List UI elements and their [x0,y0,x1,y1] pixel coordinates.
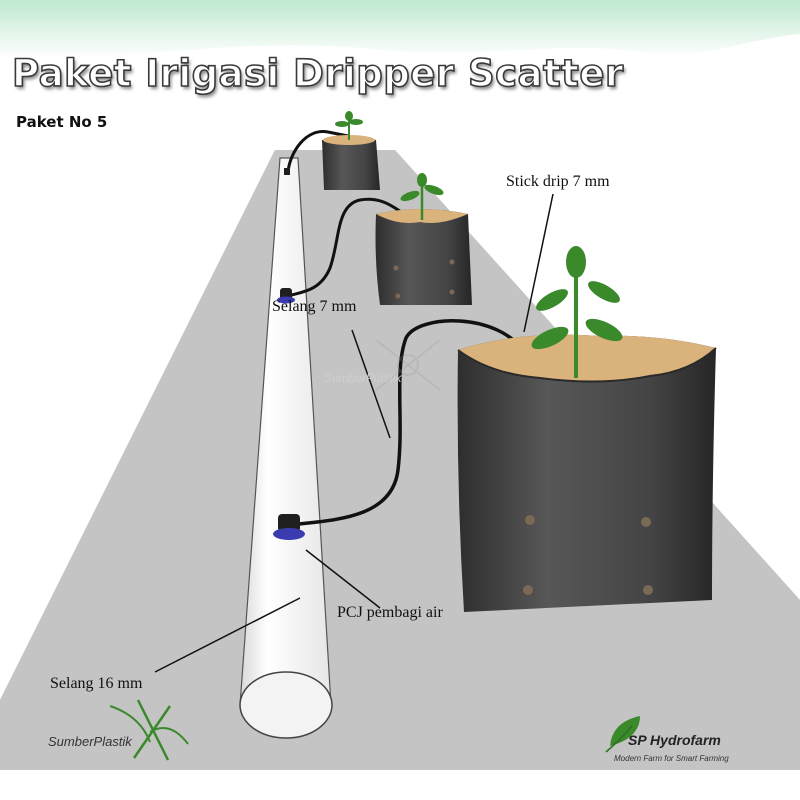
leader-pcj [305,549,381,609]
page-subtitle: Paket No 5 [16,113,108,131]
pcj-connector-icon [273,514,305,540]
bottom-band [0,770,800,800]
watermark-emblem-icon [375,339,441,391]
pot-1 [322,111,380,190]
brand-left-logo-text: SumberPlastik [48,734,132,749]
hose-pot-2 [287,197,411,298]
pcj-connector-tiny [284,168,290,175]
leaf-icon [605,716,640,753]
hose-pot-3 [289,319,526,527]
brand-right-tagline: Modern Farm for Smart Farming [614,754,729,763]
header-wave [0,0,800,59]
brand-right-logo-text: SP Hydrofarm [628,732,721,748]
page-title: Paket Irigasi Dripper Scatter [11,51,624,96]
pot-3 [457,246,717,612]
label-selang-7mm: Selang 7 mm [272,298,357,315]
main-pipe-end-cap [239,671,333,739]
watermark-text: SumberPlastik [324,371,402,385]
label-stick-drip: Stick drip 7 mm [506,173,610,190]
pcj-connector-small-icon [277,288,295,304]
hose-pot-1 [286,130,349,173]
leader-stick-drip [523,193,554,333]
pot-2 [375,173,472,305]
leaf-star-icon [109,699,189,761]
label-pcj: PCJ pembagi air [337,604,443,621]
label-selang-16mm: Selang 16 mm [50,675,143,692]
leader-selang-7 [351,329,391,439]
leader-selang-16 [154,597,301,673]
